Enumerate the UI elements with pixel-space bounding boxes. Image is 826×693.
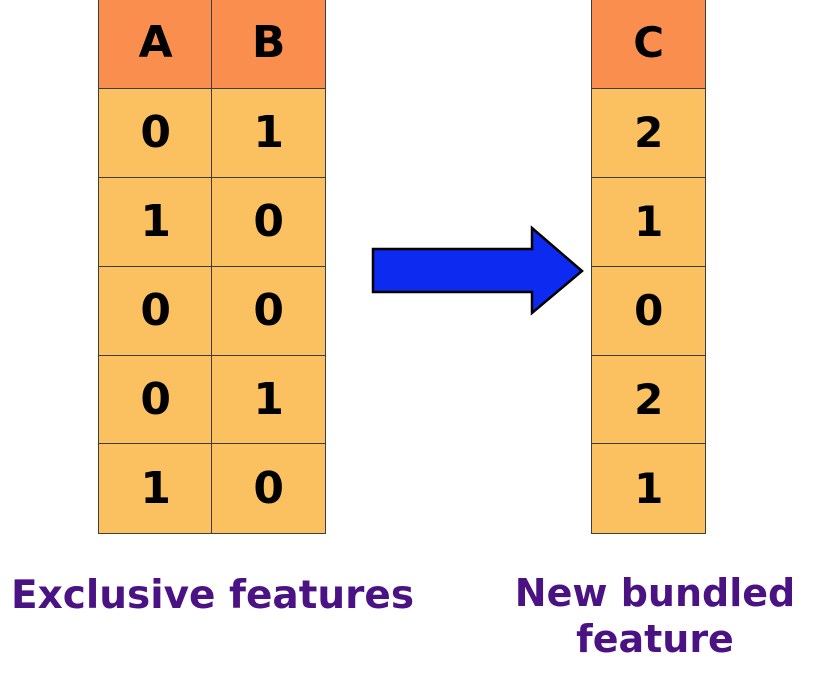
table-cell: 0 <box>211 176 326 268</box>
table-cell: 0 <box>211 265 326 357</box>
table-column-b: B 1 0 0 1 0 <box>211 0 326 534</box>
caption-line-1: New bundled <box>514 571 796 615</box>
table-cell: 0 <box>98 265 213 357</box>
column-header-b: B <box>211 0 326 90</box>
table-cell: 1 <box>98 176 213 268</box>
bundled-feature-table: C 2 1 0 2 1 <box>591 0 706 534</box>
table-cell: 2 <box>591 354 706 446</box>
table-cell: 1 <box>98 443 213 534</box>
table-cell: 1 <box>591 443 706 534</box>
table-cell: 0 <box>591 265 706 357</box>
right-block-arrow-icon <box>371 225 584 316</box>
table-cell: 0 <box>98 87 213 179</box>
table-column-a: A 0 1 0 0 1 <box>98 0 213 534</box>
table-column-c: C 2 1 0 2 1 <box>591 0 706 534</box>
table-cell: 2 <box>591 87 706 179</box>
caption-new-bundled-feature: New bundled feature <box>495 570 815 663</box>
caption-exclusive-features: Exclusive features <box>10 573 415 618</box>
table-cell: 1 <box>211 354 326 446</box>
column-header-c: C <box>591 0 706 90</box>
caption-line-2: feature <box>576 617 734 662</box>
table-cell: 1 <box>211 87 326 179</box>
table-cell: 0 <box>98 354 213 446</box>
table-cell: 0 <box>211 443 326 534</box>
table-cell: 1 <box>591 176 706 268</box>
column-header-a: A <box>98 0 213 90</box>
exclusive-features-table: A 0 1 0 0 1 B 1 0 0 1 0 <box>98 0 326 534</box>
